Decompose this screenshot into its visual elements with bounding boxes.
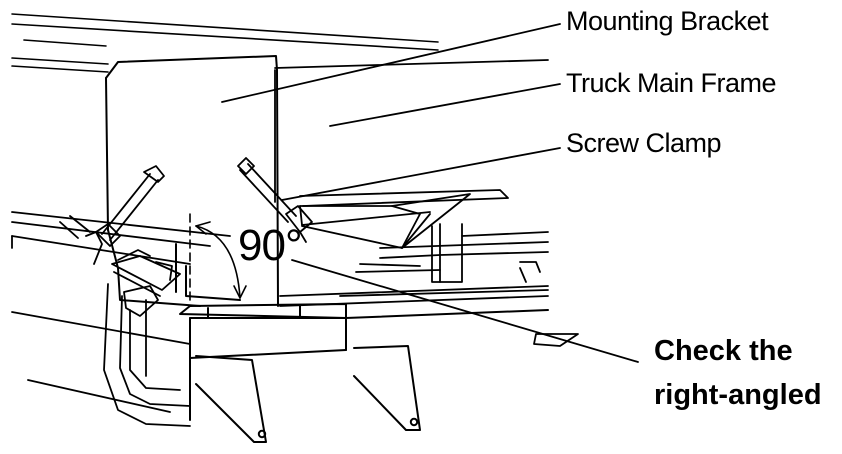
label-screw-clamp: Screw Clamp: [566, 128, 721, 158]
upper-frame-rails: [11, 13, 439, 73]
label-angle-90: 90°: [238, 221, 302, 270]
leader-check-angle: [291, 259, 639, 363]
label-check-line2: right-angled: [654, 379, 822, 411]
label-truck-main-frame: Truck Main Frame: [566, 68, 776, 98]
angle-indicator: [189, 213, 247, 301]
right-screw-clamp: [237, 157, 313, 243]
mounting-bracket: [105, 55, 279, 307]
hook-assembly: [103, 249, 191, 427]
leader-truck-main-frame: [329, 83, 561, 127]
left-screw-clamp: [59, 165, 165, 265]
front-subframe: [179, 303, 549, 443]
leader-screw-clamp: [281, 147, 561, 201]
leader-lines: [221, 23, 639, 363]
label-mounting-bracket: Mounting Bracket: [566, 6, 769, 36]
background-gusset: [299, 193, 471, 249]
leader-mounting-bracket: [221, 23, 561, 103]
truck-main-frame: [274, 59, 549, 283]
label-check-line1: Check the: [654, 335, 793, 367]
